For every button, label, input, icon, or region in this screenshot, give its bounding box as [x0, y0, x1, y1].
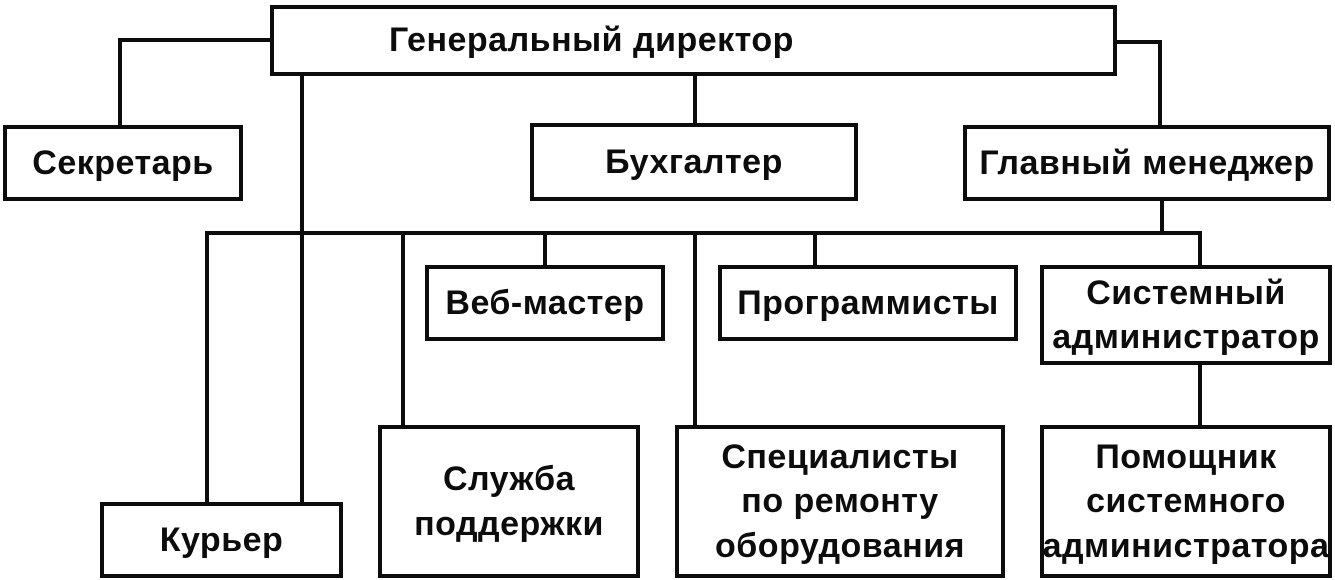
- node-programmers: Программисты: [718, 265, 1018, 341]
- node-label: Веб-мастер: [445, 283, 645, 322]
- node-label: Специалисты по ремонту оборудования: [715, 438, 965, 565]
- edge-sysadmin-assistant: [1198, 365, 1202, 425]
- bus-line: [205, 231, 1202, 235]
- edge-bus-programmers: [813, 231, 817, 265]
- edge-bus-sysadmin: [1198, 231, 1202, 265]
- node-label: Секретарь: [32, 143, 214, 182]
- edge-gd-accountant: [693, 76, 697, 123]
- edge-bus-webmaster: [543, 231, 547, 265]
- node-label: Помощник системного администратора: [1042, 438, 1330, 565]
- node-general-director: Генеральный директор: [270, 5, 1117, 76]
- node-label: Генеральный директор: [389, 21, 794, 60]
- node-repair-specialists: Специалисты по ремонту оборудования: [675, 425, 1005, 578]
- edge-bus-repair-specialists: [693, 231, 697, 425]
- node-webmaster: Веб-мастер: [425, 265, 665, 341]
- node-courier: Курьер: [100, 502, 343, 578]
- edge-bus-courier: [205, 231, 209, 502]
- node-chief-manager: Главный менеджер: [963, 125, 1331, 201]
- node-accountant: Бухгалтер: [530, 123, 858, 201]
- node-sysadmin-assistant: Помощник системного администратора: [1040, 425, 1332, 578]
- edge-manager-to-bus: [1160, 201, 1164, 235]
- edge-gd-secretary-horizontal: [120, 38, 270, 42]
- edge-gd-manager-horizontal: [1115, 40, 1162, 44]
- node-label: Системный администратор: [1052, 273, 1320, 356]
- edge-gd-manager-vertical: [1158, 40, 1162, 125]
- edge-bus-support-service: [401, 231, 405, 425]
- edge-gd-secretary-vertical: [118, 38, 122, 125]
- node-label: Программисты: [737, 283, 999, 322]
- edge-gd-courier: [300, 76, 304, 502]
- node-secretary: Секретарь: [3, 125, 243, 201]
- node-sysadmin: Системный администратор: [1040, 265, 1332, 365]
- node-support-service: Служба поддержки: [378, 425, 640, 578]
- node-label: Главный менеджер: [979, 143, 1315, 182]
- node-label: Курьер: [159, 520, 284, 559]
- node-label: Служба поддержки: [414, 460, 604, 543]
- node-label: Бухгалтер: [605, 142, 783, 181]
